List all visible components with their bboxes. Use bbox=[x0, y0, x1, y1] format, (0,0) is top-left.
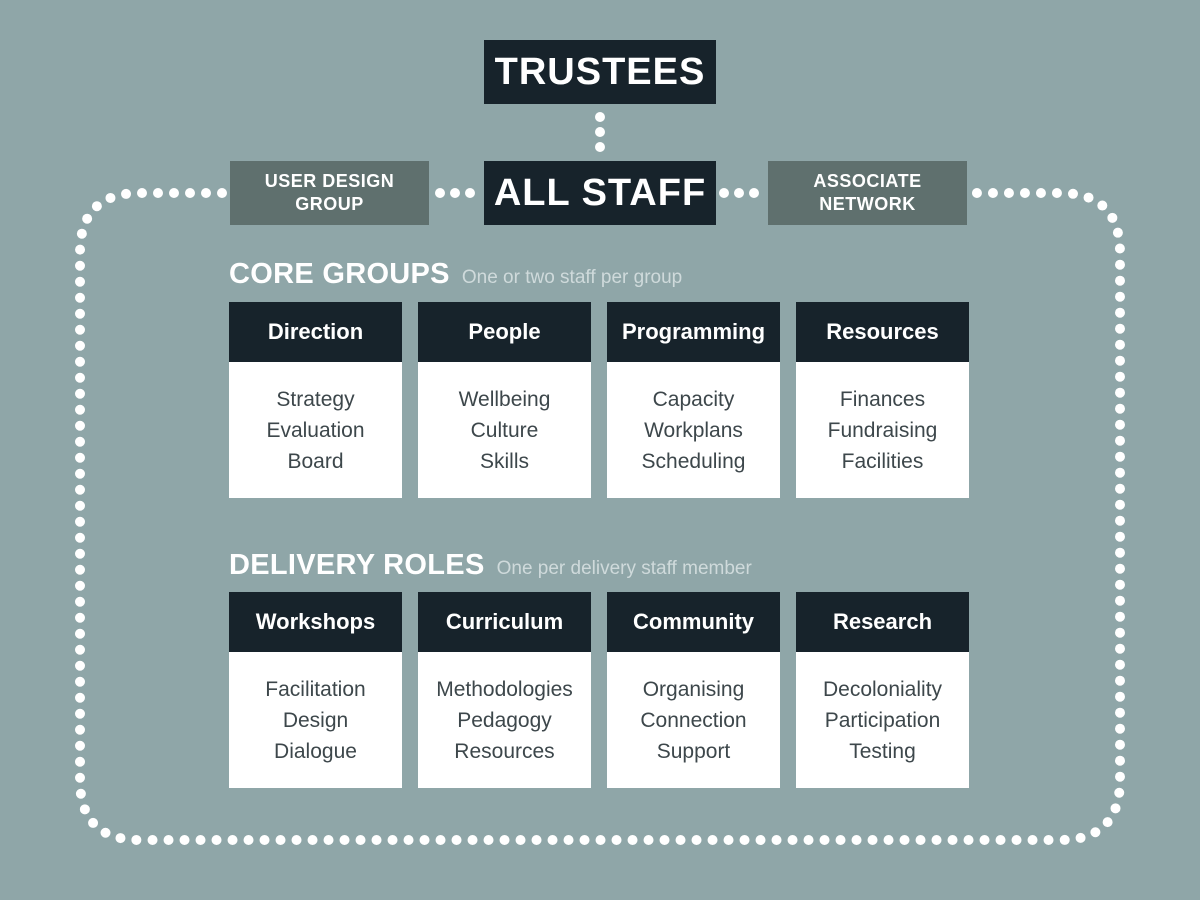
card-item: Design bbox=[282, 708, 349, 732]
delivery-roles-heading: DELIVERY ROLES One per delivery staff me… bbox=[229, 549, 752, 582]
card-title: Community bbox=[607, 592, 780, 652]
card-body: Facilitation Design Dialogue bbox=[229, 652, 402, 788]
core-card-programming: Programming Capacity Workplans Schedulin… bbox=[607, 302, 780, 498]
card-title: Curriculum bbox=[418, 592, 591, 652]
card-item: Facilities bbox=[841, 449, 924, 473]
card-item: Support bbox=[656, 739, 731, 763]
card-item: Culture bbox=[470, 418, 539, 442]
card-item: Pedagogy bbox=[457, 708, 552, 732]
card-title: Research bbox=[796, 592, 969, 652]
card-body: Wellbeing Culture Skills bbox=[418, 362, 591, 498]
card-item: Strategy bbox=[276, 387, 355, 411]
card-item: Finances bbox=[839, 387, 926, 411]
card-item: Connection bbox=[640, 708, 747, 732]
core-groups-subtitle: One or two staff per group bbox=[461, 267, 683, 288]
delivery-card-community: Community Organising Connection Support bbox=[607, 592, 780, 788]
card-item: Skills bbox=[479, 449, 529, 473]
card-body: Finances Fundraising Facilities bbox=[796, 362, 969, 498]
card-body: Methodologies Pedagogy Resources bbox=[418, 652, 591, 788]
user-design-label-line-2: GROUP bbox=[295, 194, 364, 214]
card-title: Programming bbox=[607, 302, 780, 362]
trustees-box: TRUSTEES bbox=[484, 40, 716, 104]
card-item: Facilitation bbox=[265, 677, 366, 701]
card-title: Resources bbox=[796, 302, 969, 362]
card-item: Methodologies bbox=[436, 677, 573, 701]
delivery-roles-subtitle: One per delivery staff member bbox=[496, 558, 752, 579]
all-staff-box: ALL STAFF bbox=[484, 161, 716, 225]
card-item: Board bbox=[287, 449, 344, 473]
card-body: Capacity Workplans Scheduling bbox=[607, 362, 780, 498]
user-design-label-line-1: USER DESIGN bbox=[264, 171, 395, 191]
card-item: Evaluation bbox=[266, 418, 365, 442]
card-item: Wellbeing bbox=[458, 387, 551, 411]
card-item: Organising bbox=[642, 677, 745, 701]
card-title: Direction bbox=[229, 302, 402, 362]
trustees-label: TRUSTEES bbox=[494, 50, 706, 93]
core-card-direction: Direction Strategy Evaluation Board bbox=[229, 302, 402, 498]
core-card-resources: Resources Finances Fundraising Facilitie… bbox=[796, 302, 969, 498]
all-staff-label: ALL STAFF bbox=[493, 171, 707, 214]
card-item: Participation bbox=[824, 708, 941, 732]
card-body: Decoloniality Participation Testing bbox=[796, 652, 969, 788]
card-item: Testing bbox=[849, 739, 916, 763]
card-item: Resources bbox=[454, 739, 555, 763]
core-groups-heading: CORE GROUPS One or two staff per group bbox=[229, 258, 682, 291]
user-design-group-box: USER DESIGN GROUP bbox=[230, 161, 429, 225]
card-title: People bbox=[418, 302, 591, 362]
core-groups-title: CORE GROUPS bbox=[229, 258, 450, 290]
delivery-roles-title: DELIVERY ROLES bbox=[229, 549, 485, 581]
card-item: Capacity bbox=[652, 387, 735, 411]
card-item: Fundraising bbox=[827, 418, 938, 442]
delivery-card-workshops: Workshops Facilitation Design Dialogue bbox=[229, 592, 402, 788]
delivery-card-research: Research Decoloniality Participation Tes… bbox=[796, 592, 969, 788]
card-title: Workshops bbox=[229, 592, 402, 652]
core-card-people: People Wellbeing Culture Skills bbox=[418, 302, 591, 498]
associate-label-line-1: ASSOCIATE bbox=[813, 171, 922, 191]
card-body: Strategy Evaluation Board bbox=[229, 362, 402, 498]
card-item: Workplans bbox=[644, 418, 743, 442]
associate-network-box: ASSOCIATE NETWORK bbox=[768, 161, 967, 225]
card-item: Decoloniality bbox=[822, 677, 943, 701]
card-item: Dialogue bbox=[274, 739, 357, 763]
card-item: Scheduling bbox=[641, 449, 746, 473]
card-body: Organising Connection Support bbox=[607, 652, 780, 788]
associate-label-line-2: NETWORK bbox=[819, 194, 916, 214]
delivery-card-curriculum: Curriculum Methodologies Pedagogy Resour… bbox=[418, 592, 591, 788]
